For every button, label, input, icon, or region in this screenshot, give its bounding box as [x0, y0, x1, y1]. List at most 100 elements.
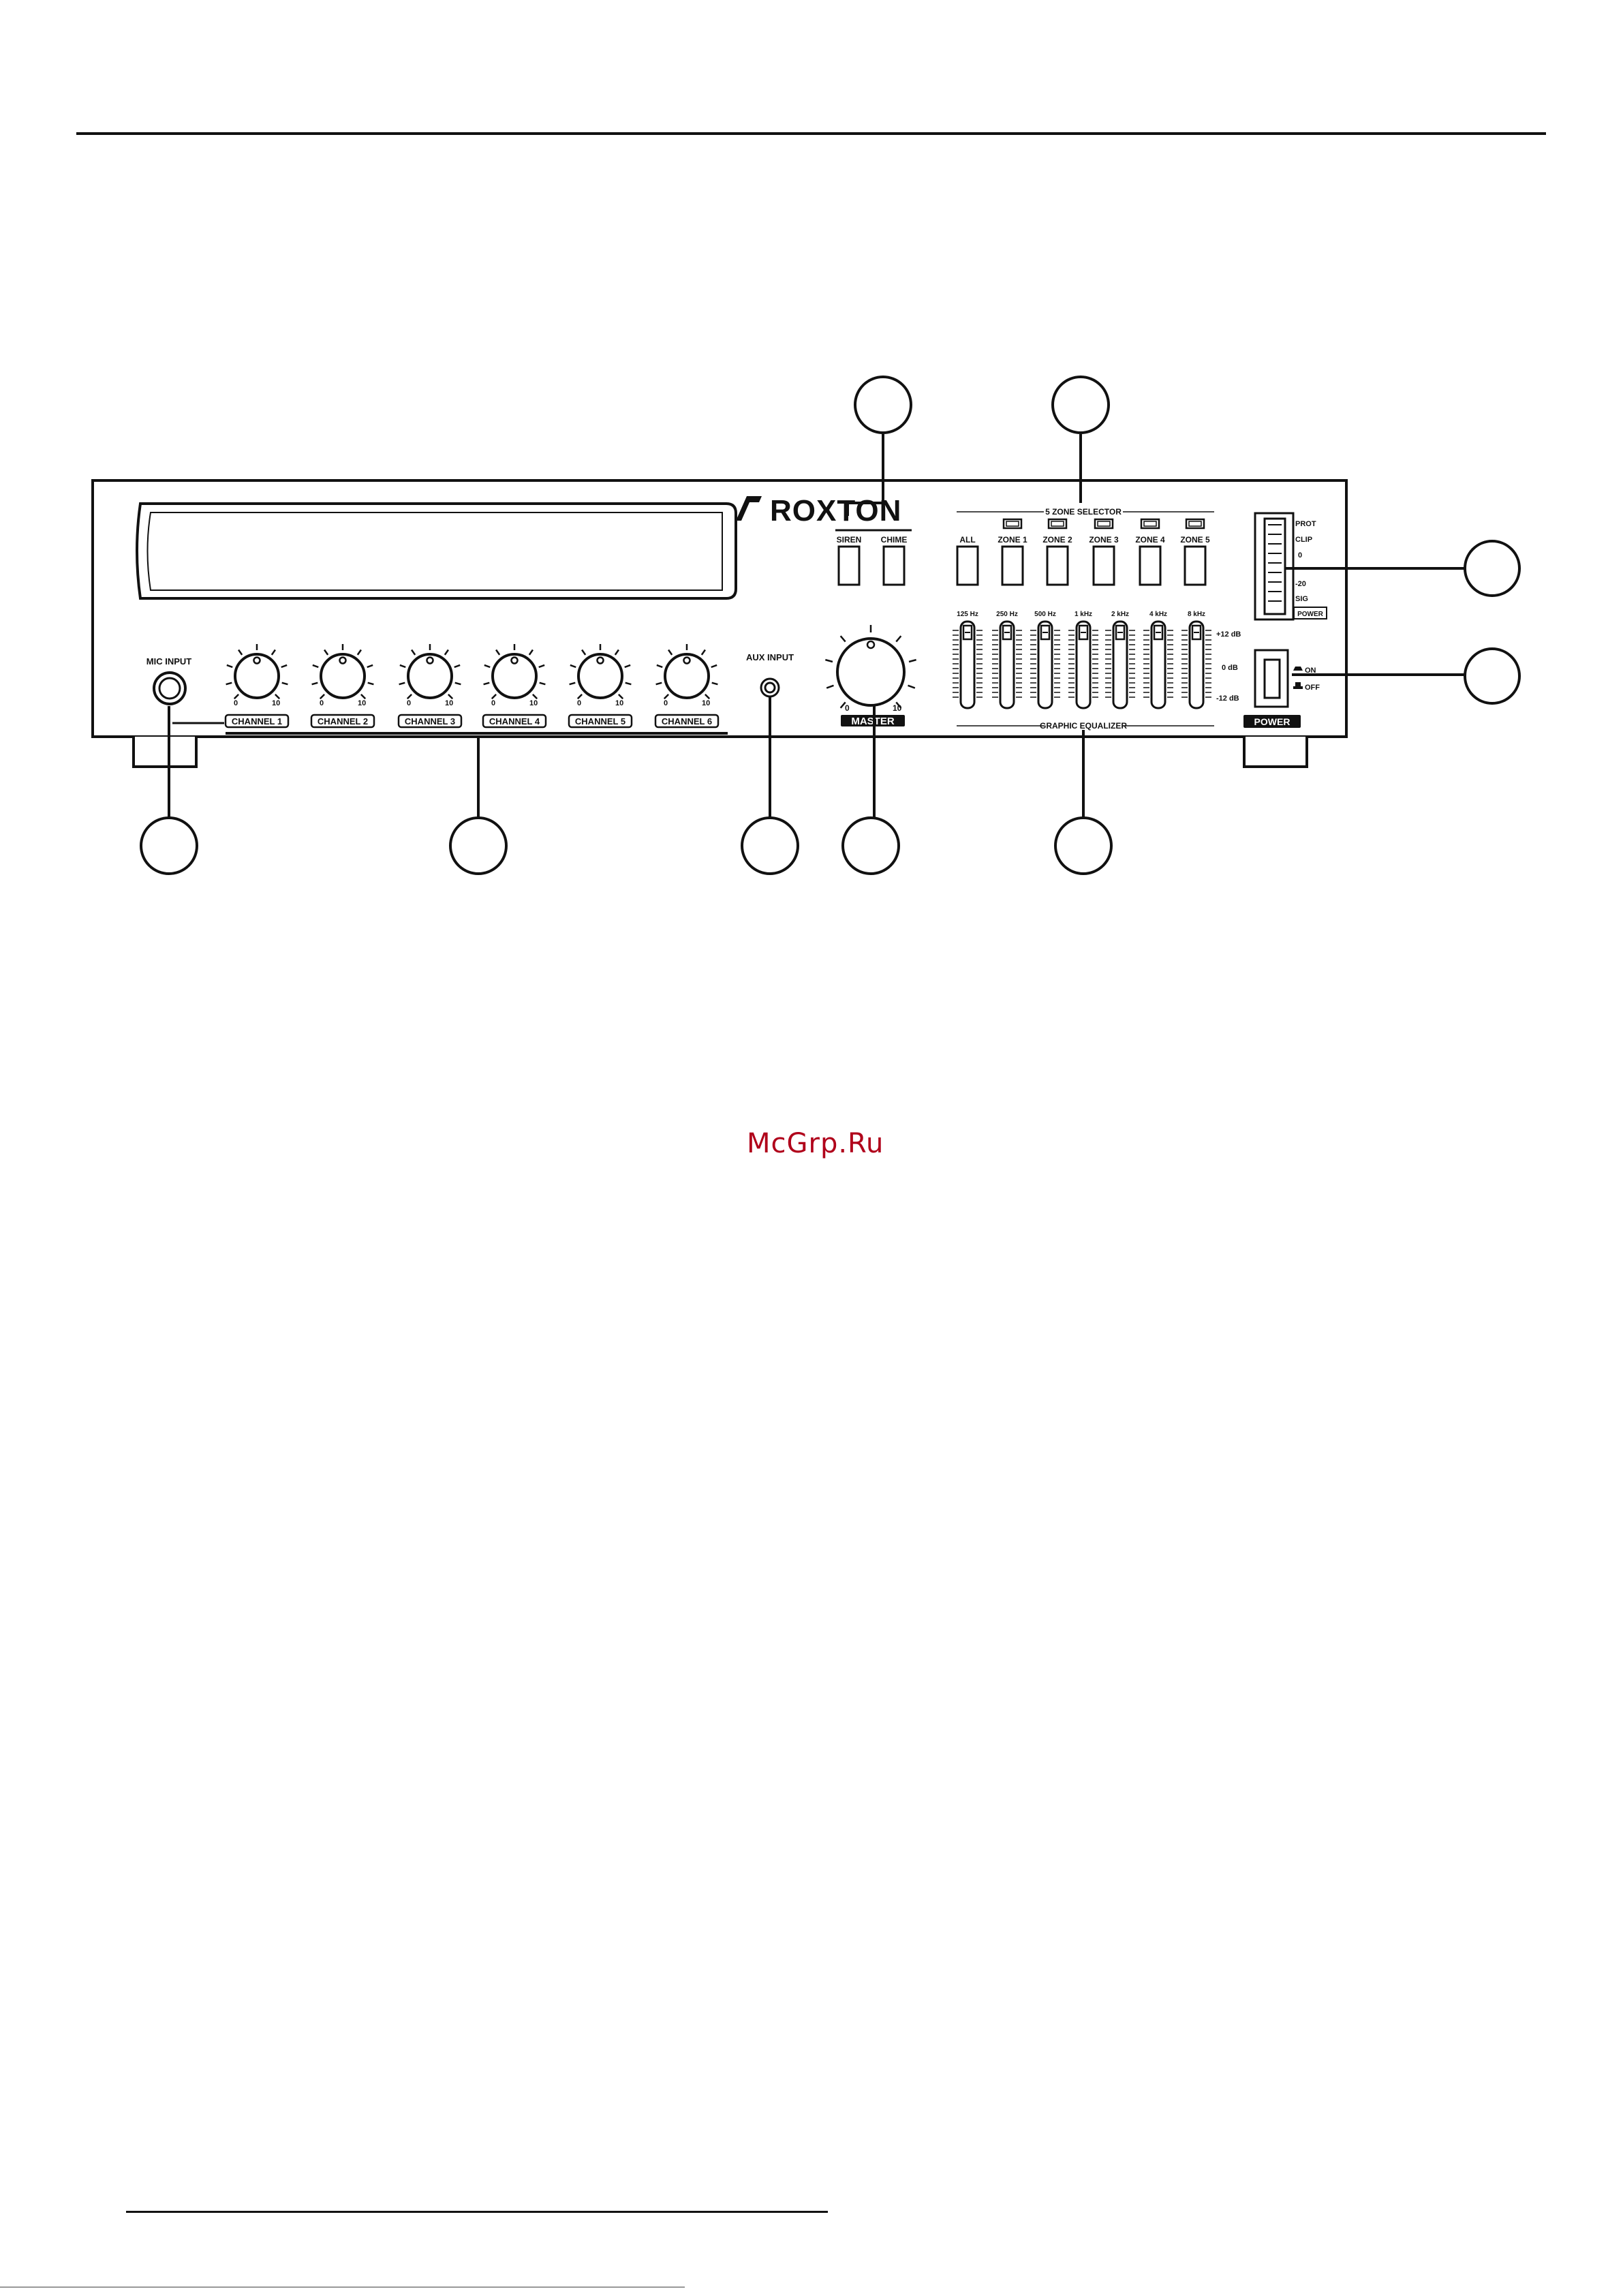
callout-channel-knobs — [449, 816, 508, 875]
knob-max-6: 10 — [702, 699, 710, 707]
callout-leaders — [168, 434, 1465, 818]
mic-input[interactable]: MIC INPUT — [146, 656, 192, 705]
power-label: POWER — [1254, 716, 1290, 727]
callout-mic-input — [140, 816, 198, 875]
roxton-logo: ROXTON — [736, 494, 901, 527]
right-foot — [1243, 737, 1308, 768]
siren-label: SIREN — [837, 535, 862, 545]
eq-slider-3[interactable]: 500 Hz — [1030, 611, 1060, 709]
zone-label-5: ZONE 5 — [1180, 535, 1210, 545]
knob-max-3: 10 — [445, 699, 453, 707]
eq-scale-top: +12 dB — [1216, 630, 1241, 639]
zone-button-2[interactable]: ZONE 2 — [1042, 518, 1072, 586]
zone-button-0[interactable]: ALL — [956, 535, 979, 586]
meter-zero: 0 — [1298, 551, 1302, 560]
meter-clip: CLIP — [1295, 536, 1312, 544]
brand-name: ROXTON — [770, 494, 901, 527]
eq-band-1: 125 Hz — [957, 611, 978, 618]
display-window — [136, 502, 737, 600]
callout-power-switch — [1464, 647, 1521, 705]
zone-label-4: ZONE 4 — [1135, 535, 1165, 545]
eq-band-3: 500 Hz — [1034, 611, 1056, 618]
zone-button-4[interactable]: ZONE 4 — [1135, 518, 1165, 586]
power-off-label: OFF — [1305, 684, 1320, 692]
mic-input-label: MIC INPUT — [146, 656, 192, 667]
eq-band-7: 8 kHz — [1188, 611, 1205, 618]
siren-chime-group: SIREN CHIME — [835, 529, 912, 586]
meter-sig: SIG — [1295, 595, 1308, 603]
power-switch[interactable]: ON OFF POWER — [1243, 649, 1320, 728]
aux-input[interactable]: AUX INPUT — [746, 652, 794, 698]
chime-button[interactable] — [882, 545, 906, 586]
eq-slider-6[interactable]: 4 kHz — [1143, 611, 1173, 709]
master-min: 0 — [845, 703, 850, 713]
zone-button-1[interactable]: ZONE 1 — [998, 518, 1027, 586]
page-bottom-rule — [0, 2286, 685, 2288]
zone-button-5[interactable]: ZONE 5 — [1180, 518, 1210, 586]
callout-master — [841, 816, 900, 875]
watermark: McGrp.Ru — [747, 1128, 884, 1159]
master-knob[interactable]: 0 10 MASTER — [825, 625, 916, 727]
eq-title: GRAPHIC EQUALIZER — [1040, 721, 1127, 731]
aux-input-label: AUX INPUT — [746, 652, 794, 662]
channel-label-3: CHANNEL 3 — [405, 716, 455, 726]
callout-output-meter — [1464, 540, 1521, 597]
knob-min-4: 0 — [491, 699, 495, 707]
footnote-rule — [126, 2211, 828, 2213]
channel-label-1: CHANNEL 1 — [232, 716, 282, 726]
callout-zone-selector — [1051, 376, 1110, 434]
knob-max-4: 10 — [529, 699, 538, 707]
meter-power-led: POWER — [1297, 611, 1324, 618]
zone-label-0: ALL — [959, 535, 975, 545]
meter-minus20: -20 — [1295, 580, 1306, 588]
knob-min-5: 0 — [577, 699, 581, 707]
meter-prot: PROT — [1295, 520, 1316, 528]
eq-scale-mid: 0 dB — [1222, 664, 1238, 672]
channel-label-4: CHANNEL 4 — [489, 716, 540, 726]
zone-button-3[interactable]: ZONE 3 — [1089, 518, 1119, 586]
power-on-label: ON — [1305, 667, 1316, 675]
eq-slider-2[interactable]: 250 Hz — [992, 611, 1022, 709]
eq-slider-7[interactable]: 8 kHz — [1181, 611, 1211, 709]
callout-aux-input — [741, 816, 799, 875]
eq-scale-bottom: -12 dB — [1216, 694, 1239, 703]
eq-band-6: 4 kHz — [1149, 611, 1167, 618]
knob-min-3: 0 — [407, 699, 411, 707]
eq-slider-5[interactable]: 2 kHz — [1105, 611, 1135, 709]
channel-label-5: CHANNEL 5 — [575, 716, 625, 726]
channel-label-6: CHANNEL 6 — [662, 716, 712, 726]
left-foot — [132, 737, 198, 768]
callout-circles — [140, 376, 1521, 875]
eq-band-5: 2 kHz — [1111, 611, 1129, 618]
eq-slider-4[interactable]: 1 kHz — [1068, 611, 1098, 709]
knob-min-1: 0 — [234, 699, 238, 707]
master-max: 10 — [893, 703, 902, 713]
top-rule — [76, 132, 1546, 135]
zone-label-3: ZONE 3 — [1089, 535, 1119, 545]
callout-siren-chime — [854, 376, 912, 434]
graphic-equalizer: 125 Hz 250 Hz 500 Hz 1 kHz 2 kHz 4 kHz 8 kHz G… — [953, 611, 1241, 731]
knob-max-1: 10 — [272, 699, 280, 707]
knob-min-6: 0 — [664, 699, 668, 707]
eq-band-4: 1 kHz — [1075, 611, 1092, 618]
knob-max-5: 10 — [615, 699, 623, 707]
output-meter: PROT CLIP 0 -20 SIG POWER — [1254, 512, 1327, 621]
zone-label-1: ZONE 1 — [998, 535, 1027, 545]
eq-slider-1[interactable]: 125 Hz — [953, 611, 983, 709]
knob-max-2: 10 — [358, 699, 366, 707]
knob-min-2: 0 — [320, 699, 324, 707]
channel-label-2: CHANNEL 2 — [318, 716, 368, 726]
siren-button[interactable] — [837, 545, 861, 586]
callout-equalizer — [1054, 816, 1113, 875]
chime-label: CHIME — [881, 535, 908, 545]
zone-label-2: ZONE 2 — [1042, 535, 1072, 545]
